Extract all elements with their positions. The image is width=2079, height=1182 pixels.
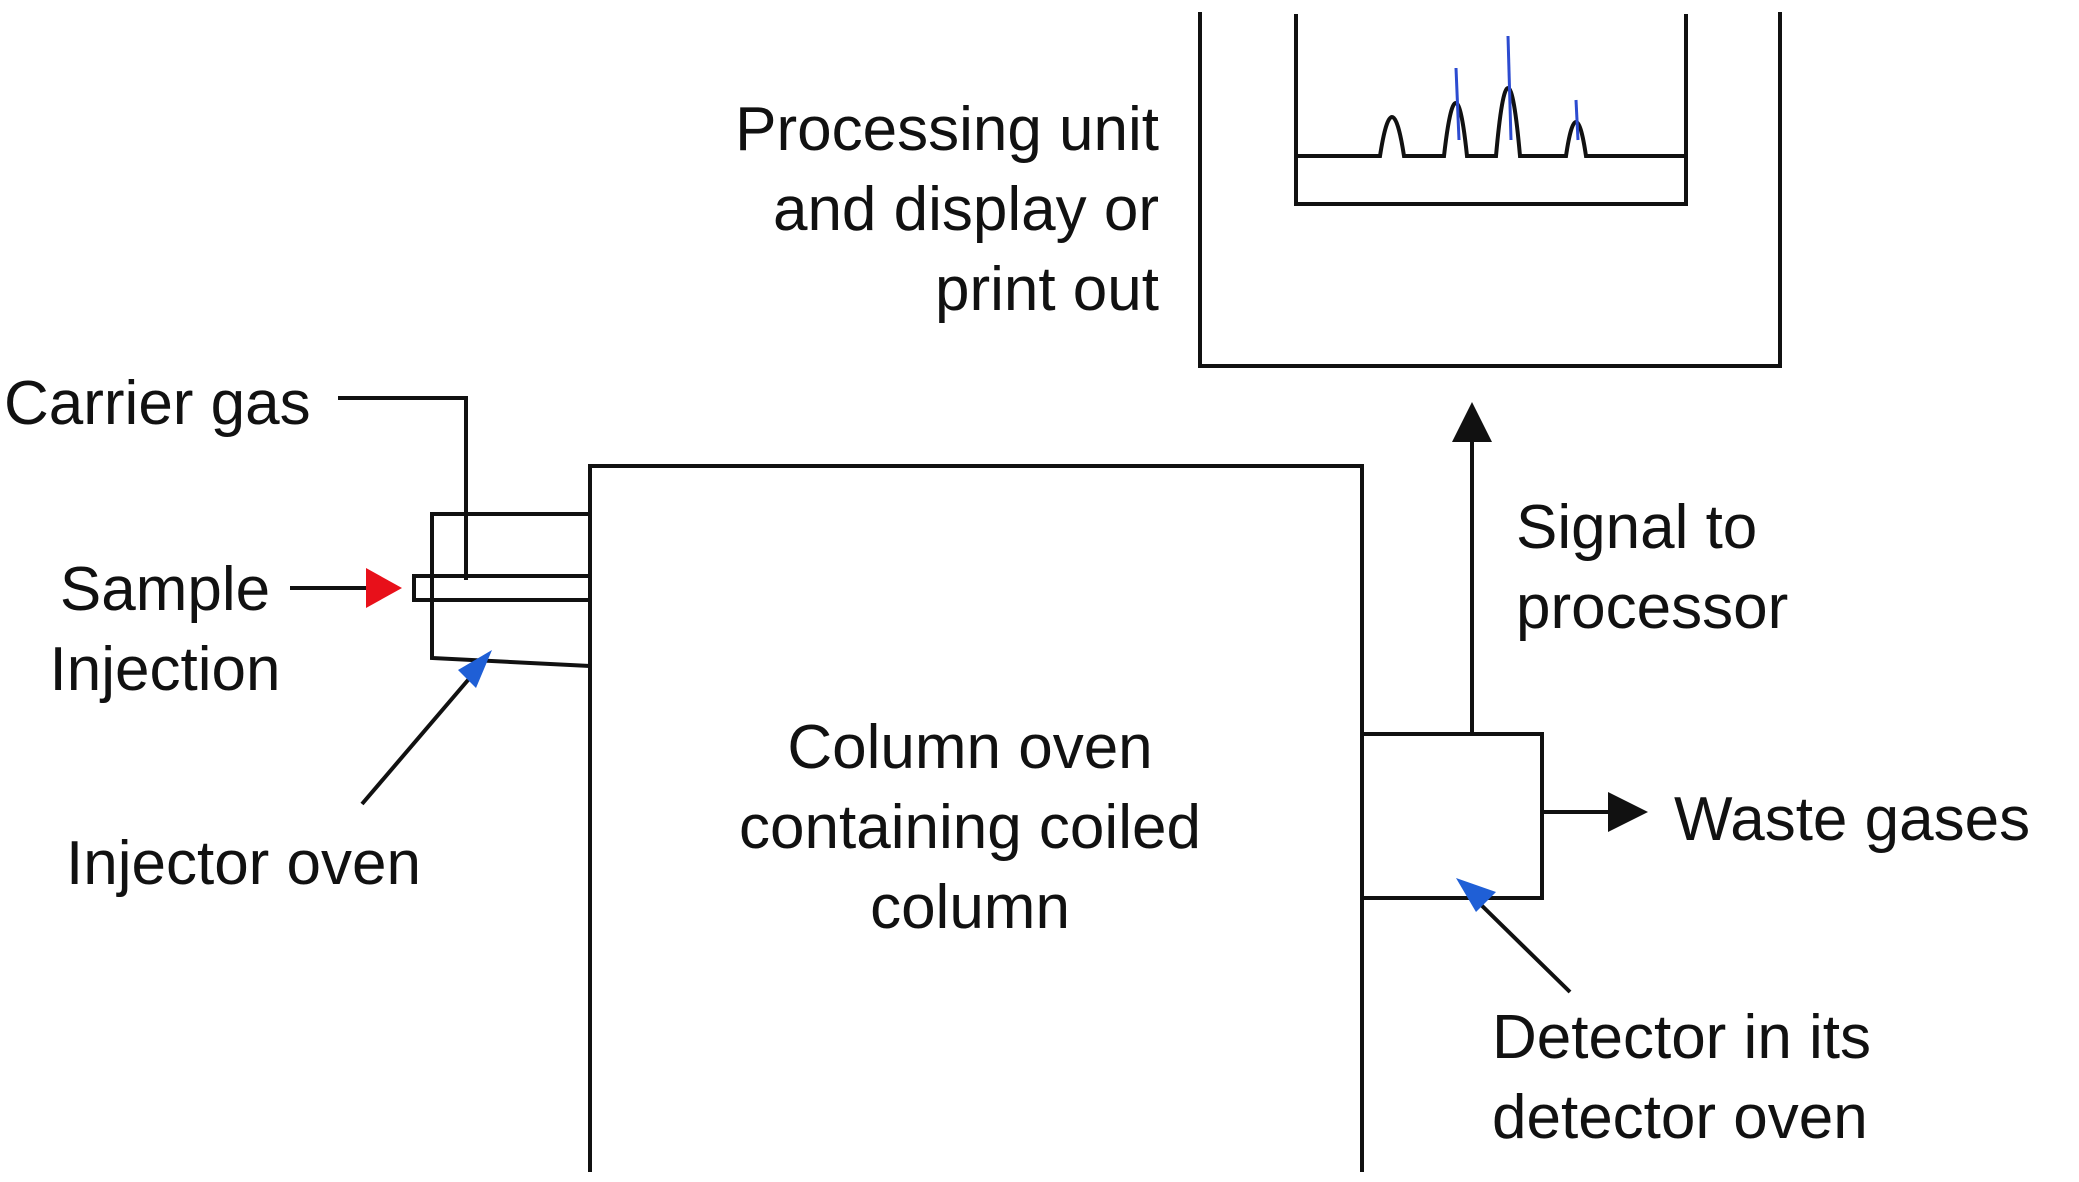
processing-unit-box — [1198, 12, 1782, 368]
sample-injection-label: Sample Injection — [49, 555, 281, 704]
waste-gases-label: Waste gases — [1674, 785, 2031, 854]
detector-oven-box — [1362, 732, 1544, 900]
chromatogram-trace — [1296, 86, 1686, 158]
peak-highlight-4 — [1574, 99, 1580, 141]
detector-pointer-head — [1456, 878, 1496, 912]
display-frame — [1294, 14, 1688, 206]
carrier-gas-line — [338, 396, 468, 580]
carrier-gas-label: Carrier gas — [4, 369, 311, 438]
injector-oven-box — [430, 512, 591, 668]
sample-arrow-head — [366, 568, 402, 608]
detector-label: Detector in its detector oven — [1492, 1003, 1872, 1152]
injector-pointer — [360, 664, 482, 806]
injector-oven-label: Injector oven — [66, 829, 421, 898]
peak-highlight-3 — [1506, 35, 1513, 141]
processing-unit-label: Processing unit and display or print out — [735, 95, 1159, 324]
peak-highlight-2 — [1454, 67, 1461, 141]
injection-tube — [412, 574, 590, 602]
column-oven-label: Column oven containing coiled column — [739, 713, 1201, 942]
signal-label: Signal to processor — [1516, 493, 1789, 642]
detector-pointer — [1468, 892, 1572, 994]
column-oven-box — [588, 464, 1364, 1172]
injector-pointer-head — [458, 650, 492, 688]
